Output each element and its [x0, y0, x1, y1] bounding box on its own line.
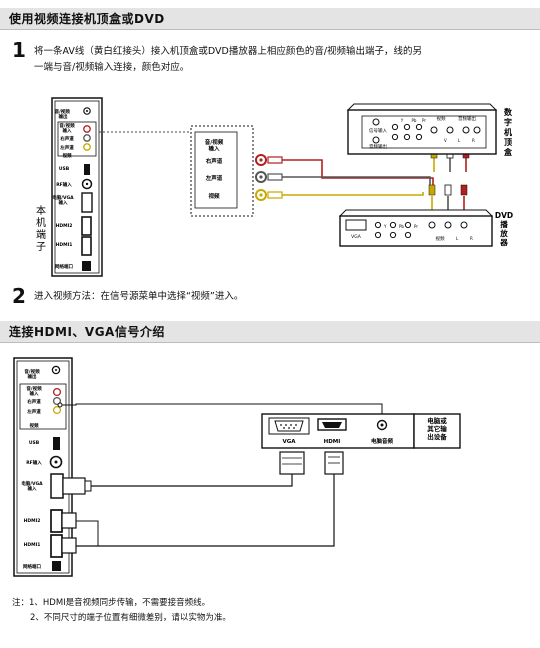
svg-text:视频: 视频 — [63, 152, 72, 159]
step-1-number: 1 — [12, 38, 26, 62]
svg-text:L: L — [458, 138, 461, 143]
svg-text:音/视频输入: 音/视频输入 — [26, 385, 42, 397]
tv-right-label: 右声道 — [59, 135, 74, 142]
svg-text:音/视频输出: 音/视频输出 — [24, 368, 40, 380]
pc-device: VGA HDMI 电脑音频 — [261, 413, 415, 449]
tv-av-out-l2: 输出 — [59, 113, 68, 120]
svg-text:右声道: 右声道 — [26, 398, 41, 405]
tv-left-label: 左声道 — [60, 144, 74, 151]
svg-text:视频: 视频 — [208, 192, 220, 200]
svg-text:HDMI1: HDMI1 — [24, 542, 41, 548]
tv-red-jack — [83, 125, 91, 133]
step-1-line-2: 一端与音/视频输入连接，颜色对应。 — [34, 62, 190, 73]
svg-text:L: L — [456, 236, 459, 241]
svg-text:Pb: Pb — [399, 224, 404, 229]
svg-text:USB: USB — [59, 166, 70, 172]
svg-text:信号输入: 信号输入 — [369, 127, 387, 134]
tv-panel-1: 音/视频 输出 音/视频输入 右声道 左声道 视频 USB RF输入 电脑/VG… — [51, 97, 103, 277]
svg-text:Pr: Pr — [414, 224, 418, 229]
step-2-number: 2 — [12, 284, 26, 308]
svg-text:RF输入: RF输入 — [56, 181, 72, 188]
tv-white-jack — [83, 134, 91, 142]
svg-text:音频输出: 音频输出 — [369, 143, 387, 150]
tv-side-label: 本机端子 — [36, 204, 46, 253]
tv-av-out-l1: 音/视频 — [55, 108, 71, 115]
section-header-video: 使用视频连接机顶盒或DVD — [0, 8, 540, 30]
rca-plugs-tv-side — [255, 154, 283, 201]
svg-text:视频: 视频 — [30, 422, 39, 429]
svg-text:HDMI2: HDMI2 — [56, 223, 73, 229]
svg-text:Y: Y — [383, 224, 387, 229]
svg-text:HDMI2: HDMI2 — [24, 518, 41, 524]
svg-text:视频: 视频 — [437, 115, 446, 122]
set-top-box: 信号输入 音频输出 Y Pb Pr 视频 音频输出 V L R — [346, 103, 498, 155]
svg-text:左声道: 左声道 — [205, 174, 223, 182]
svg-text:HDMI1: HDMI1 — [56, 242, 73, 248]
tv-lan-port — [82, 261, 91, 271]
step-2-text: 进入视频方法：在信号源菜单中选择“视频”进入。 — [34, 291, 244, 302]
tv-av-out-label: 音/视频 输出 — [55, 108, 72, 120]
note-line-1: 注：1、HDMI是音视频同步传输，不需要接音频线。 — [12, 598, 211, 608]
tv-vga-port — [81, 192, 93, 213]
pc-label: 电脑或其它输出设备 — [427, 416, 447, 441]
audio-cable — [57, 402, 383, 418]
pc-vga-label: VGA — [282, 439, 296, 445]
step-1-line-1: 将一条AV线（黄白红接头）接入机顶盒或DVD播放器上相应颜色的音/视频输出端子，… — [34, 46, 423, 57]
svg-text:音/视频输入: 音/视频输入 — [205, 138, 224, 153]
svg-text:Pb: Pb — [412, 118, 417, 123]
tv-hdmi1-port — [81, 236, 92, 256]
zoom-box-av-input: 音/视频输入 右声道 左声道 视频 — [190, 125, 254, 217]
svg-text:视频: 视频 — [436, 235, 445, 242]
pc-audio-label: 电脑音频 — [371, 437, 394, 445]
svg-text:网络端口: 网络端口 — [55, 263, 73, 270]
svg-text:左声道: 左声道 — [27, 408, 41, 415]
svg-text:USB: USB — [29, 440, 40, 446]
svg-text:音/视频输入: 音/视频输入 — [59, 122, 75, 134]
svg-text:右声道: 右声道 — [206, 157, 223, 165]
vga-cable — [62, 451, 305, 495]
tv-hdmi2-port — [81, 216, 92, 236]
svg-text:V: V — [444, 138, 447, 143]
svg-text:Pr: Pr — [422, 118, 426, 123]
svg-text:R: R — [470, 236, 473, 241]
pc-hdmi-label: HDMI — [324, 439, 341, 445]
svg-text:Y: Y — [400, 118, 404, 123]
tv-usb-port — [84, 164, 90, 175]
svg-text:音频输出: 音频输出 — [458, 115, 476, 122]
stb-label: 数字机顶盒 — [503, 107, 513, 157]
tv-yellow-jack — [83, 143, 91, 151]
svg-text:VGA: VGA — [351, 234, 362, 240]
svg-text:RF输入: RF输入 — [26, 459, 42, 466]
step-1-text: 将一条AV线（黄白红接头）接入机顶盒或DVD播放器上相应颜色的音/视频输出端子，… — [34, 44, 534, 76]
dvd-player: VGA Y Pb Pr 视频 L R — [338, 209, 494, 247]
svg-text:R: R — [472, 138, 475, 143]
section-header-hdmi-vga: 连接HDMI、VGA信号介绍 — [0, 321, 540, 343]
hdmi-cable — [61, 451, 344, 554]
note-line-2: 2、不同尺寸的端子位置有细微差别，请以实物为准。 — [30, 613, 231, 623]
svg-text:网络端口: 网络端口 — [23, 563, 41, 570]
